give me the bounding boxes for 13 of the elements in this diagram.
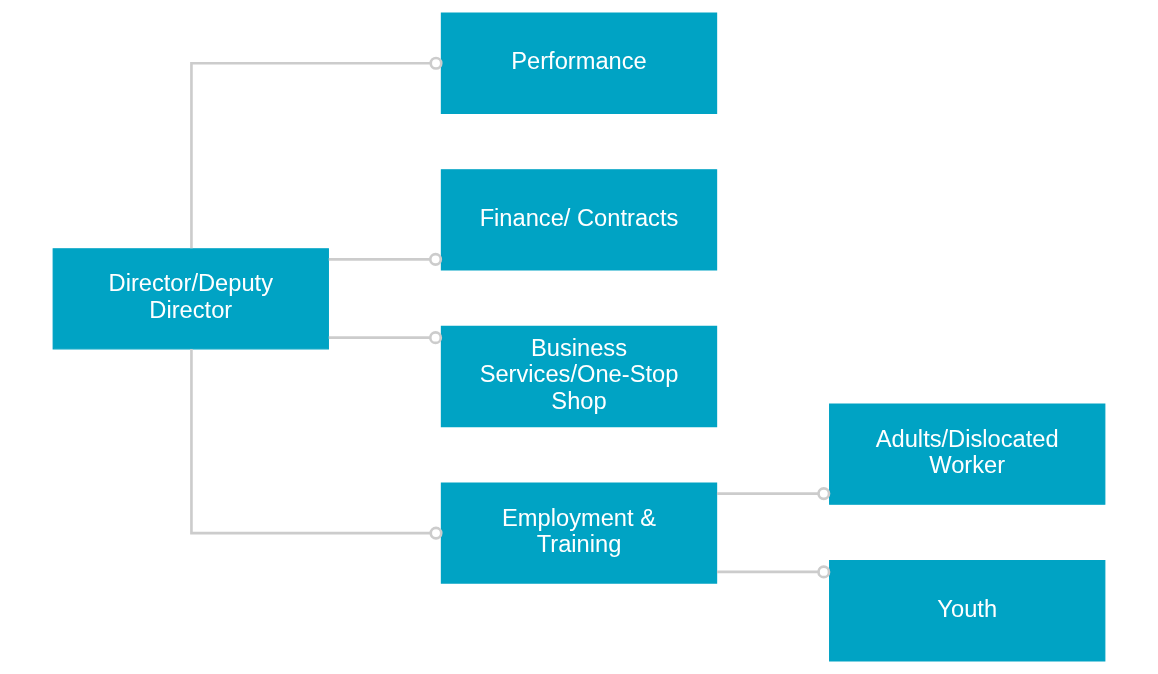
node-box: Youth: [829, 560, 1106, 662]
node-box: Employment & Training: [440, 482, 718, 584]
connector: [328, 331, 443, 345]
node-box: Finance/ Contracts: [440, 169, 718, 271]
node-box: Director/Deputy Director: [52, 248, 329, 350]
connector: [190, 56, 443, 249]
connector: [716, 565, 831, 579]
node-box: Business Services/One-Stop Shop: [440, 325, 718, 428]
connector: [190, 349, 443, 540]
connector: [328, 252, 443, 266]
node-box: Performance: [440, 12, 718, 114]
node-box: Adults/Dislocated Worker: [829, 403, 1106, 505]
connector: [716, 487, 831, 501]
